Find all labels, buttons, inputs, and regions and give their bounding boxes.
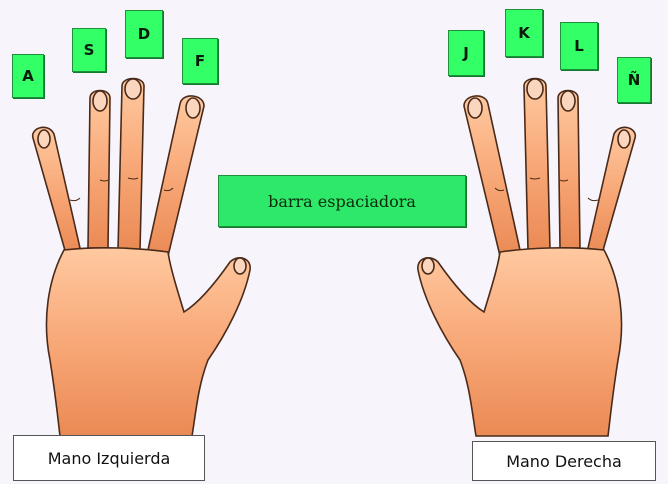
key-s: S: [72, 28, 106, 72]
key-k: K: [505, 9, 543, 57]
key-d: D: [125, 10, 163, 58]
key-f: F: [182, 38, 218, 84]
key-n-tilde: Ñ: [617, 57, 651, 103]
right-hand-icon: [417, 77, 637, 437]
key-j: J: [448, 30, 484, 76]
key-l: L: [560, 22, 598, 70]
left-hand-label: Mano Izquierda: [13, 435, 205, 481]
left-hand-icon: [31, 77, 251, 437]
spacebar-key: barra espaciadora: [218, 175, 466, 227]
key-a: A: [12, 54, 44, 98]
right-hand-label: Mano Derecha: [472, 441, 656, 481]
